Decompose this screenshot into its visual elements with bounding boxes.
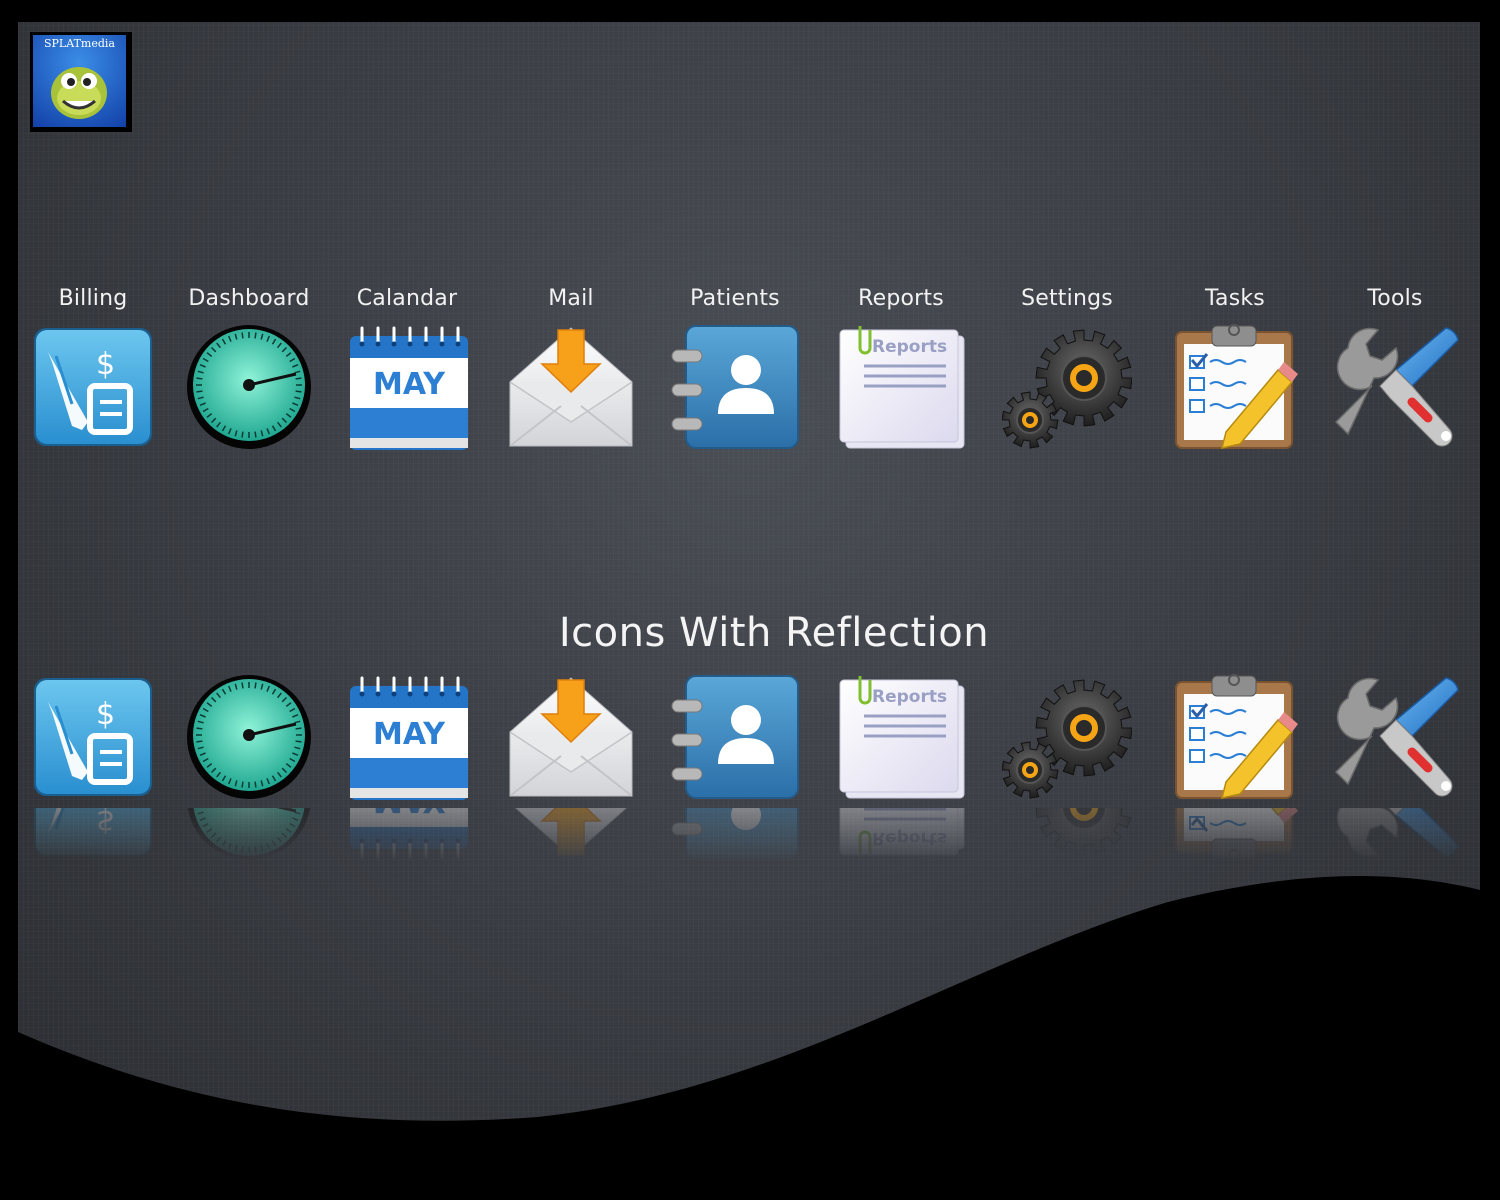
label-patients: Patients: [690, 286, 780, 311]
billing-reflection: $: [28, 808, 158, 863]
billing-icon[interactable]: $: [28, 322, 158, 452]
label-tools: Tools: [1367, 286, 1423, 311]
settings-icon[interactable]: [1002, 672, 1132, 802]
label-tasks: Tasks: [1205, 286, 1265, 311]
svg-text:Reports: Reports: [872, 337, 947, 357]
label-calendar: Calandar: [356, 286, 458, 311]
svg-text:$: $: [96, 808, 115, 838]
section-title: Icons With Reflection: [558, 610, 990, 656]
reports-icon[interactable]: Reports: [836, 672, 966, 802]
svg-text:$: $: [96, 347, 115, 382]
patients-reflection: [670, 808, 800, 863]
label-dashboard: Dashboard: [188, 286, 310, 311]
mail-icon[interactable]: [506, 322, 636, 452]
patients-icon[interactable]: [670, 322, 800, 452]
svg-text:$: $: [96, 697, 115, 732]
calendar-icon[interactable]: MAY: [342, 322, 472, 452]
svg-text:Reports: Reports: [872, 687, 947, 707]
logo-text: SPLATmedia: [44, 37, 115, 50]
svg-text:Reports: Reports: [872, 828, 947, 848]
tools-icon[interactable]: [1330, 672, 1460, 802]
mail-reflection: [506, 808, 636, 863]
dashboard-icon[interactable]: [184, 672, 314, 802]
icon-showcase-panel: SPLATmedia Billing Dashboard Calandar Mail P…: [18, 22, 1480, 1178]
tools-icon[interactable]: [1330, 322, 1460, 452]
patients-icon[interactable]: [670, 672, 800, 802]
tasks-icon[interactable]: [1170, 322, 1300, 452]
brand-logo: SPLATmedia: [30, 32, 132, 132]
tasks-icon[interactable]: [1170, 672, 1300, 802]
settings-reflection: [1002, 808, 1132, 863]
calendar-icon[interactable]: MAY: [342, 672, 472, 802]
svg-text:MAY: MAY: [373, 717, 446, 752]
dashboard-icon[interactable]: [184, 322, 314, 452]
tasks-reflection: [1170, 808, 1300, 863]
label-billing: Billing: [58, 286, 128, 311]
mail-icon[interactable]: [506, 672, 636, 802]
turtle-mascot-icon: [51, 67, 107, 119]
calendar-reflection: MAY: [342, 808, 472, 863]
label-mail: Mail: [548, 286, 594, 311]
black-wave-decoration: [18, 876, 1480, 1178]
reports-icon[interactable]: Reports: [836, 322, 966, 452]
billing-icon[interactable]: $: [28, 672, 158, 802]
svg-text:MAY: MAY: [373, 808, 446, 818]
tools-reflection: [1330, 808, 1460, 863]
label-reports: Reports: [858, 286, 944, 311]
svg-text:MAY: MAY: [373, 367, 446, 402]
reports-reflection: Reports: [836, 808, 966, 863]
label-settings: Settings: [1021, 286, 1113, 311]
settings-icon[interactable]: [1002, 322, 1132, 452]
dashboard-reflection: [184, 808, 314, 863]
